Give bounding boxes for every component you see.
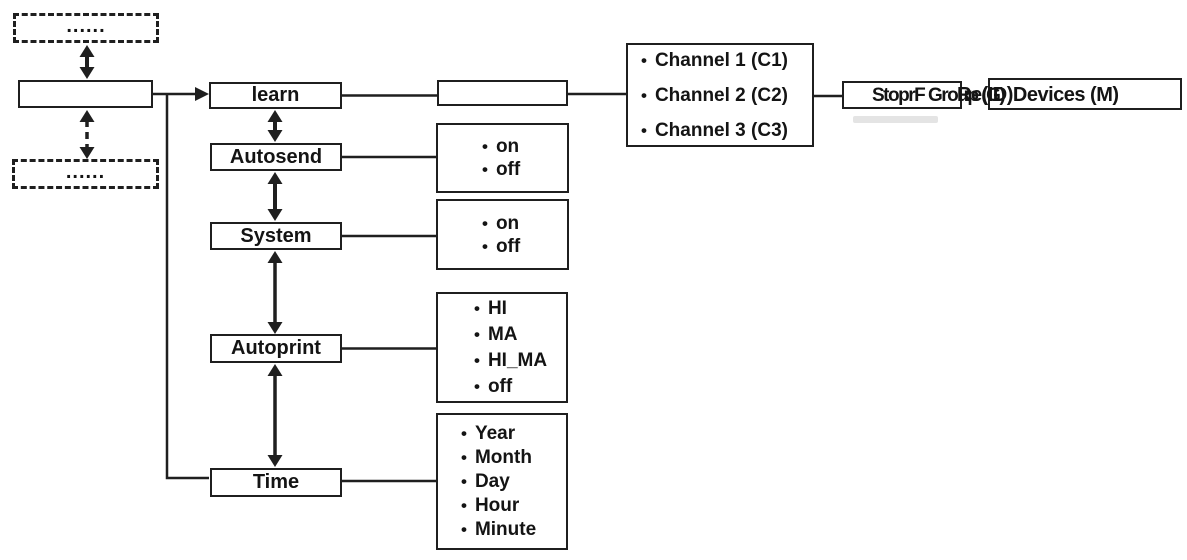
bullet-icon: • xyxy=(482,137,488,156)
double-arrow-dashedtop-mainbox xyxy=(79,45,95,79)
double-arrow-autosend-system xyxy=(267,172,283,221)
menu-item-autosend-label: Autosend xyxy=(229,145,323,168)
line-branch-to-time xyxy=(165,94,209,480)
devices-box xyxy=(988,78,1182,110)
bullet-icon: • xyxy=(461,447,467,467)
menu-item-time: Time xyxy=(210,468,342,497)
menu-item-system: System xyxy=(210,222,342,250)
system-options-box: • on • off xyxy=(436,199,569,270)
rf-group-box xyxy=(842,81,962,109)
option-label: HI_MA xyxy=(487,349,548,371)
autoprint-options-box: • HI • MA • HI_MA • off xyxy=(436,292,568,403)
bullet-icon: • xyxy=(641,120,647,140)
bullet-icon: • xyxy=(482,213,488,233)
option-label: Channel 2 (C2) xyxy=(654,84,788,106)
option-item: • Hour xyxy=(461,494,566,518)
option-label: Channel 3 (C3) xyxy=(654,119,788,141)
bullet-icon: • xyxy=(641,50,647,70)
bullet-icon: • xyxy=(641,85,647,105)
option-item: • Channel 2 (C2) xyxy=(641,78,812,113)
double-arrow-learn-autosend xyxy=(267,110,283,142)
option-item: • Year xyxy=(461,422,566,446)
autosend-options-box: • on • off xyxy=(436,123,569,193)
channels-box: • Channel 1 (C1) • Channel 2 (C2) • Channel 3… xyxy=(626,43,814,147)
menu-item-system-label: System xyxy=(240,224,312,247)
option-item: • Month xyxy=(461,446,566,470)
option-label: Hour xyxy=(474,494,520,516)
option-label: MA xyxy=(487,323,518,345)
option-label: HI xyxy=(487,297,507,319)
option-item: • on xyxy=(482,135,567,158)
menu-item-learn-label: learn xyxy=(251,84,300,106)
dashed-box-top: ...... xyxy=(13,13,159,43)
bullet-icon: • xyxy=(461,423,467,443)
option-label: Minute xyxy=(474,518,537,540)
main-menu-box xyxy=(18,80,153,108)
arrowhead-into-learn xyxy=(195,87,209,101)
bullet-icon: • xyxy=(482,160,488,179)
option-item: • HI_MA xyxy=(474,348,566,374)
option-item: • off xyxy=(482,235,567,258)
option-item: • HI xyxy=(474,296,566,322)
option-label: off xyxy=(487,375,513,397)
menu-item-learn: learn xyxy=(209,82,342,109)
option-item: • MA xyxy=(474,322,566,348)
bullet-icon: • xyxy=(482,236,488,256)
ellipsis-dots: ...... xyxy=(65,161,106,183)
bullet-icon: • xyxy=(474,376,480,396)
option-label: on xyxy=(495,212,520,234)
bullet-icon: • xyxy=(474,298,480,318)
menu-item-autoprint-label: Autoprint xyxy=(231,337,321,359)
bullet-icon: • xyxy=(474,350,480,370)
option-label: Month xyxy=(474,446,532,468)
option-label: on xyxy=(495,136,520,157)
option-item: • Channel 1 (C1) xyxy=(641,43,812,78)
learn-target-box xyxy=(437,80,568,106)
menu-item-time-label: Time xyxy=(252,471,300,493)
option-item: • on xyxy=(482,212,567,235)
bullet-icon: • xyxy=(461,471,467,491)
option-item: • off xyxy=(482,158,567,181)
rf-group-label: StoprF Group (G) xyxy=(872,85,1006,106)
double-arrow-system-autoprint xyxy=(267,251,283,334)
option-label: off xyxy=(495,159,521,180)
dashed-box-bottom: ...... xyxy=(12,159,159,189)
time-options-box: • Year • Month • Day • Hour • Minute xyxy=(436,413,568,550)
option-label: Year xyxy=(474,422,516,444)
option-item: • Day xyxy=(461,470,566,494)
scan-artifact xyxy=(853,116,938,123)
menu-item-autosend: Autosend xyxy=(210,143,342,171)
ellipsis-dots: ...... xyxy=(66,15,106,37)
bullet-icon: • xyxy=(474,324,480,344)
option-label: off xyxy=(495,235,521,257)
menu-item-autoprint: Autoprint xyxy=(210,334,342,363)
option-label: Day xyxy=(474,470,510,492)
bullet-icon: • xyxy=(461,519,467,539)
option-item: • Channel 3 (C3) xyxy=(641,113,812,148)
bullet-icon: • xyxy=(461,495,467,515)
option-label: Channel 1 (C1) xyxy=(654,49,788,71)
double-arrow-mainbox-dashedbottom xyxy=(79,110,95,159)
devices-label: Re(ID)Devices (M) xyxy=(957,84,1119,106)
option-item: • off xyxy=(474,374,566,400)
option-item: • Minute xyxy=(461,518,566,542)
double-arrow-autoprint-time xyxy=(267,364,283,467)
